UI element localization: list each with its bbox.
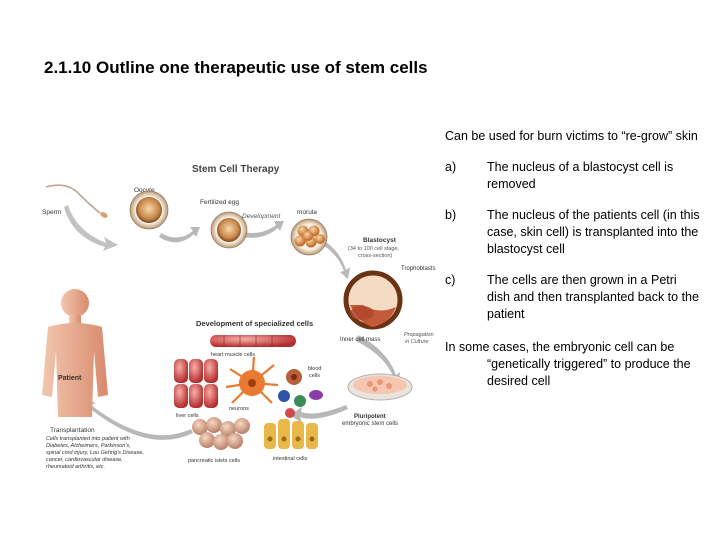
step-item-b: b) The nucleus of the patients cell (in … (445, 207, 700, 258)
morula-cell (290, 218, 328, 256)
transplant-note-2: Diabetes, Alzheimers, Parkinson's, (46, 443, 131, 449)
transplant-note-1: Cells transplanted into patient with (46, 436, 130, 442)
blood-cells (278, 369, 323, 418)
patient-label: Patient (58, 375, 82, 382)
step-marker: a) (445, 160, 457, 174)
propagation-label-1: Propagation (404, 332, 434, 338)
pancreatic-islet-cells (192, 417, 250, 450)
transplant-note-4: cancer, cardiovascular disease, (46, 457, 123, 463)
step-text: The nucleus of a blastocyst cell is remo… (487, 160, 674, 191)
transplant-note-3: spinal cord injury, Lou Gehrig's Disease… (46, 450, 144, 456)
pluripotent-label-1: Pluripotent (354, 414, 386, 420)
propagation-label-2: in Culture (405, 339, 429, 345)
liver-cells (174, 359, 218, 408)
transplantation-label: Transplantation (50, 427, 95, 434)
neuron-cell (225, 356, 279, 404)
slide-title: 2.1.10 Outline one therapeutic use of st… (44, 58, 428, 77)
petri-dish (347, 373, 413, 401)
step-marker: c) (445, 273, 456, 287)
sperm-label: Sperm (42, 209, 61, 216)
step-item-c: c) The cells are then grown in a Petri d… (445, 272, 700, 323)
closing-text: In some cases, the embryonic cell can be… (445, 340, 691, 388)
diagram-heading: Stem Cell Therapy (192, 164, 280, 175)
oocyte-label: Oocyte (134, 187, 155, 194)
stem-cell-therapy-diagram: Stem Cell Therapy Oocyte Sperm Fertilize… (42, 164, 435, 470)
intro-text: Can be used for burn victims to “re-grow… (445, 129, 698, 143)
patient-figure (42, 289, 108, 417)
step-text: The nucleus of the patients cell (in thi… (487, 208, 700, 256)
development-label: Development (242, 213, 281, 220)
blood-cells-label-1: blood (308, 366, 321, 372)
notes-panel: Can be used for burn victims to “re-grow… (445, 128, 700, 390)
trophoblasts-label: Trophoblasts (401, 266, 435, 272)
specialized-cells-heading: Development of specialized cells (196, 319, 313, 328)
fertilized-egg-cell (210, 211, 248, 249)
fertilized-egg-label: Fertilized egg (200, 199, 239, 206)
pluripotent-label-2: embryonic stem cells (342, 421, 398, 427)
blood-cells-label-2: cells (309, 373, 320, 379)
blastocyst-label: Blastocyst (363, 237, 397, 244)
inner-cell-mass-label: Inner cell mass (340, 337, 380, 343)
intestinal-cells-label: intestinal cells (273, 456, 307, 462)
heart-cells-label: heart muscle cells (211, 352, 255, 358)
step-text: The cells are then grown in a Petri dish… (487, 273, 699, 321)
pancreatic-cells-label: pancreatic islets cells (188, 458, 240, 464)
step-item-a: a) The nucleus of a blastocyst cell is r… (445, 159, 700, 193)
blastocyst-cell (343, 270, 403, 330)
neurons-label: neurons (229, 406, 249, 412)
heart-muscle-cells (210, 335, 296, 347)
step-marker: b) (445, 208, 457, 222)
blastocyst-note-1: (34 to 100 cell stage, (348, 246, 400, 252)
liver-cells-label: liver cells (176, 413, 199, 419)
blastocyst-note-2: cross-section) (358, 253, 392, 259)
oocyte-cell (129, 190, 169, 230)
transplant-note-5: rheumatoid arthritis, etc. (46, 464, 105, 470)
sperm-cell (45, 184, 108, 218)
morula-label: morula (297, 209, 317, 216)
intestinal-cells (264, 419, 318, 449)
